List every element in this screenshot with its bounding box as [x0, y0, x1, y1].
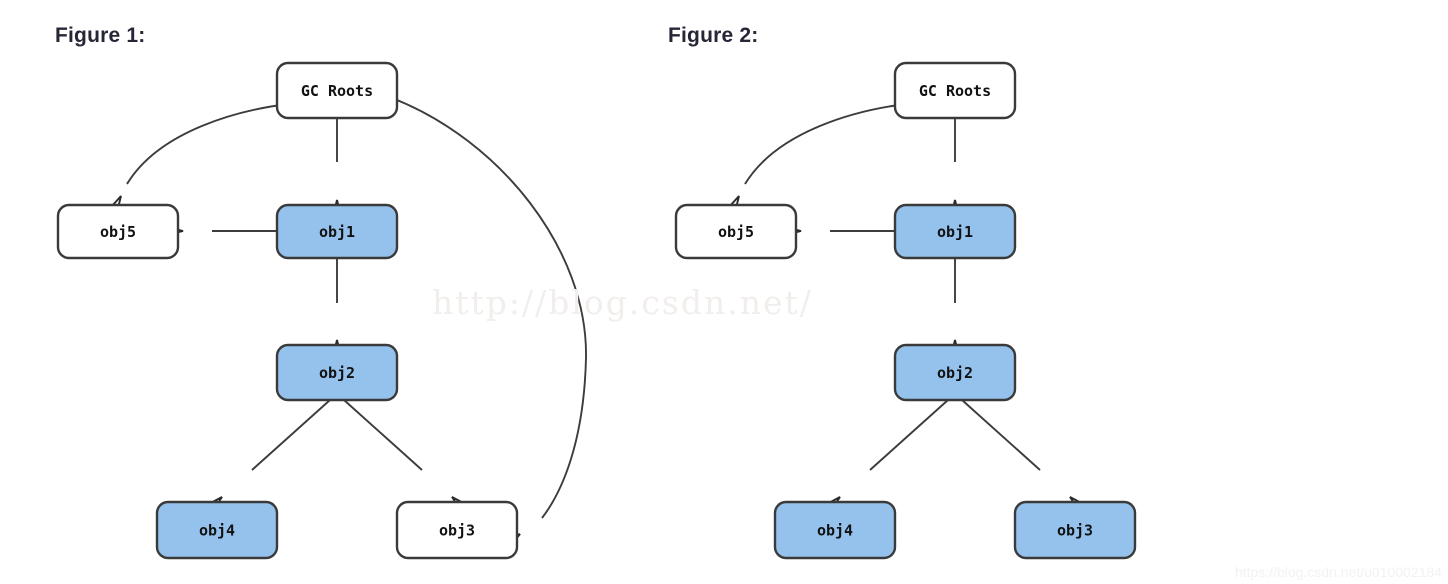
node-box[interactable]	[893, 61, 1017, 120]
node-obj5[interactable]: obj5	[674, 203, 798, 260]
node-label: obj2	[319, 364, 355, 382]
node-box[interactable]	[395, 500, 519, 560]
edge-line	[126, 103, 289, 185]
node-obj3[interactable]: obj3	[395, 500, 519, 560]
node-label: obj5	[718, 223, 754, 241]
node-obj3[interactable]: obj3	[1013, 500, 1137, 560]
node-box[interactable]	[1013, 500, 1137, 560]
edge-line	[391, 97, 587, 519]
node-box[interactable]	[56, 203, 180, 260]
node-label: obj1	[319, 223, 355, 241]
corner-watermark: https://blog.csdn.net/u010002184	[1234, 564, 1442, 580]
edge-line	[869, 399, 949, 471]
node-box[interactable]	[275, 203, 399, 260]
node-label: obj2	[937, 364, 973, 382]
figure-2-group: GC Roots obj5 obj1 obj2 obj4 obj3	[674, 61, 1137, 560]
node-box[interactable]	[893, 203, 1017, 260]
node-box[interactable]	[275, 343, 399, 402]
node-label: obj3	[439, 522, 475, 540]
node-obj2[interactable]: obj2	[275, 343, 399, 402]
figure-2-title: Figure 2:	[668, 24, 759, 47]
node-obj4[interactable]: obj4	[155, 500, 279, 560]
node-obj5[interactable]: obj5	[56, 203, 180, 260]
node-box[interactable]	[893, 343, 1017, 402]
node-gcroots[interactable]: GC Roots	[275, 61, 399, 120]
edge-gcroots-to-obj3	[391, 97, 587, 557]
node-label: obj5	[100, 223, 136, 241]
figure-1-group: GC Roots obj5 obj1 obj2 obj4 obj3	[56, 61, 587, 560]
figure-1-title: Figure 1:	[55, 24, 146, 47]
node-label: obj4	[817, 522, 853, 540]
node-box[interactable]	[773, 500, 897, 560]
edge-line	[343, 399, 423, 471]
edge-line	[961, 399, 1041, 471]
edge-line	[251, 399, 331, 471]
node-label: obj4	[199, 522, 235, 540]
node-obj4[interactable]: obj4	[773, 500, 897, 560]
center-watermark: http://blog.csdn.net/	[432, 283, 813, 322]
node-obj1[interactable]: obj1	[275, 203, 399, 260]
node-obj1[interactable]: obj1	[893, 203, 1017, 260]
node-label: GC Roots	[919, 82, 991, 100]
node-gcroots[interactable]: GC Roots	[893, 61, 1017, 120]
edge-line	[744, 103, 907, 185]
node-box[interactable]	[275, 61, 399, 120]
node-label: obj3	[1057, 522, 1093, 540]
node-label: GC Roots	[301, 82, 373, 100]
node-box[interactable]	[155, 500, 279, 560]
node-label: obj1	[937, 223, 973, 241]
node-obj2[interactable]: obj2	[893, 343, 1017, 402]
node-box[interactable]	[674, 203, 798, 260]
